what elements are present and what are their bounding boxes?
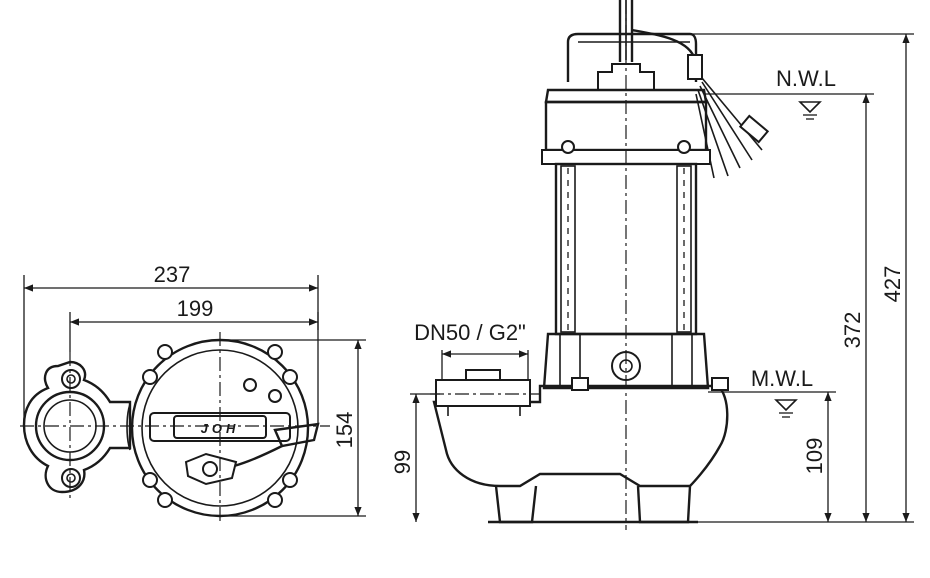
flange-outline: [22, 360, 132, 494]
dim-427-label: 427: [880, 266, 905, 303]
tie-rods: [560, 165, 692, 333]
top-view: JOH 237 199 154: [20, 262, 366, 525]
side-view: DN50 / G2" 99 M.W.L 109 N.W.L 372 427: [390, 0, 914, 530]
dim-109-label: 109: [802, 438, 827, 475]
mwl-water-symbol: [774, 399, 798, 412]
pump-casing: [432, 384, 729, 488]
flange-bolt-bottom: [61, 468, 81, 488]
mwl-label: M.W.L: [751, 366, 813, 391]
nwl-water-symbol: [798, 101, 822, 114]
lower-housing: [542, 332, 710, 390]
foot-left: [494, 485, 538, 524]
outlet-size-label: DN50 / G2": [414, 320, 526, 345]
nwl-label: N.W.L: [776, 66, 836, 91]
lifting-handle: [566, 32, 698, 82]
dim-237-label: 237: [154, 262, 191, 287]
dim-154-label: 154: [332, 412, 357, 449]
casing-bolts: [142, 344, 298, 508]
dim-199-label: 199: [177, 296, 214, 321]
nameplate-text: JOH: [201, 421, 240, 436]
outlet-flange: [435, 379, 531, 407]
dim-99-label: 99: [390, 450, 415, 474]
foot-right: [636, 485, 692, 524]
dim-372-label: 372: [840, 312, 865, 349]
flange-bolt-top: [61, 369, 81, 389]
